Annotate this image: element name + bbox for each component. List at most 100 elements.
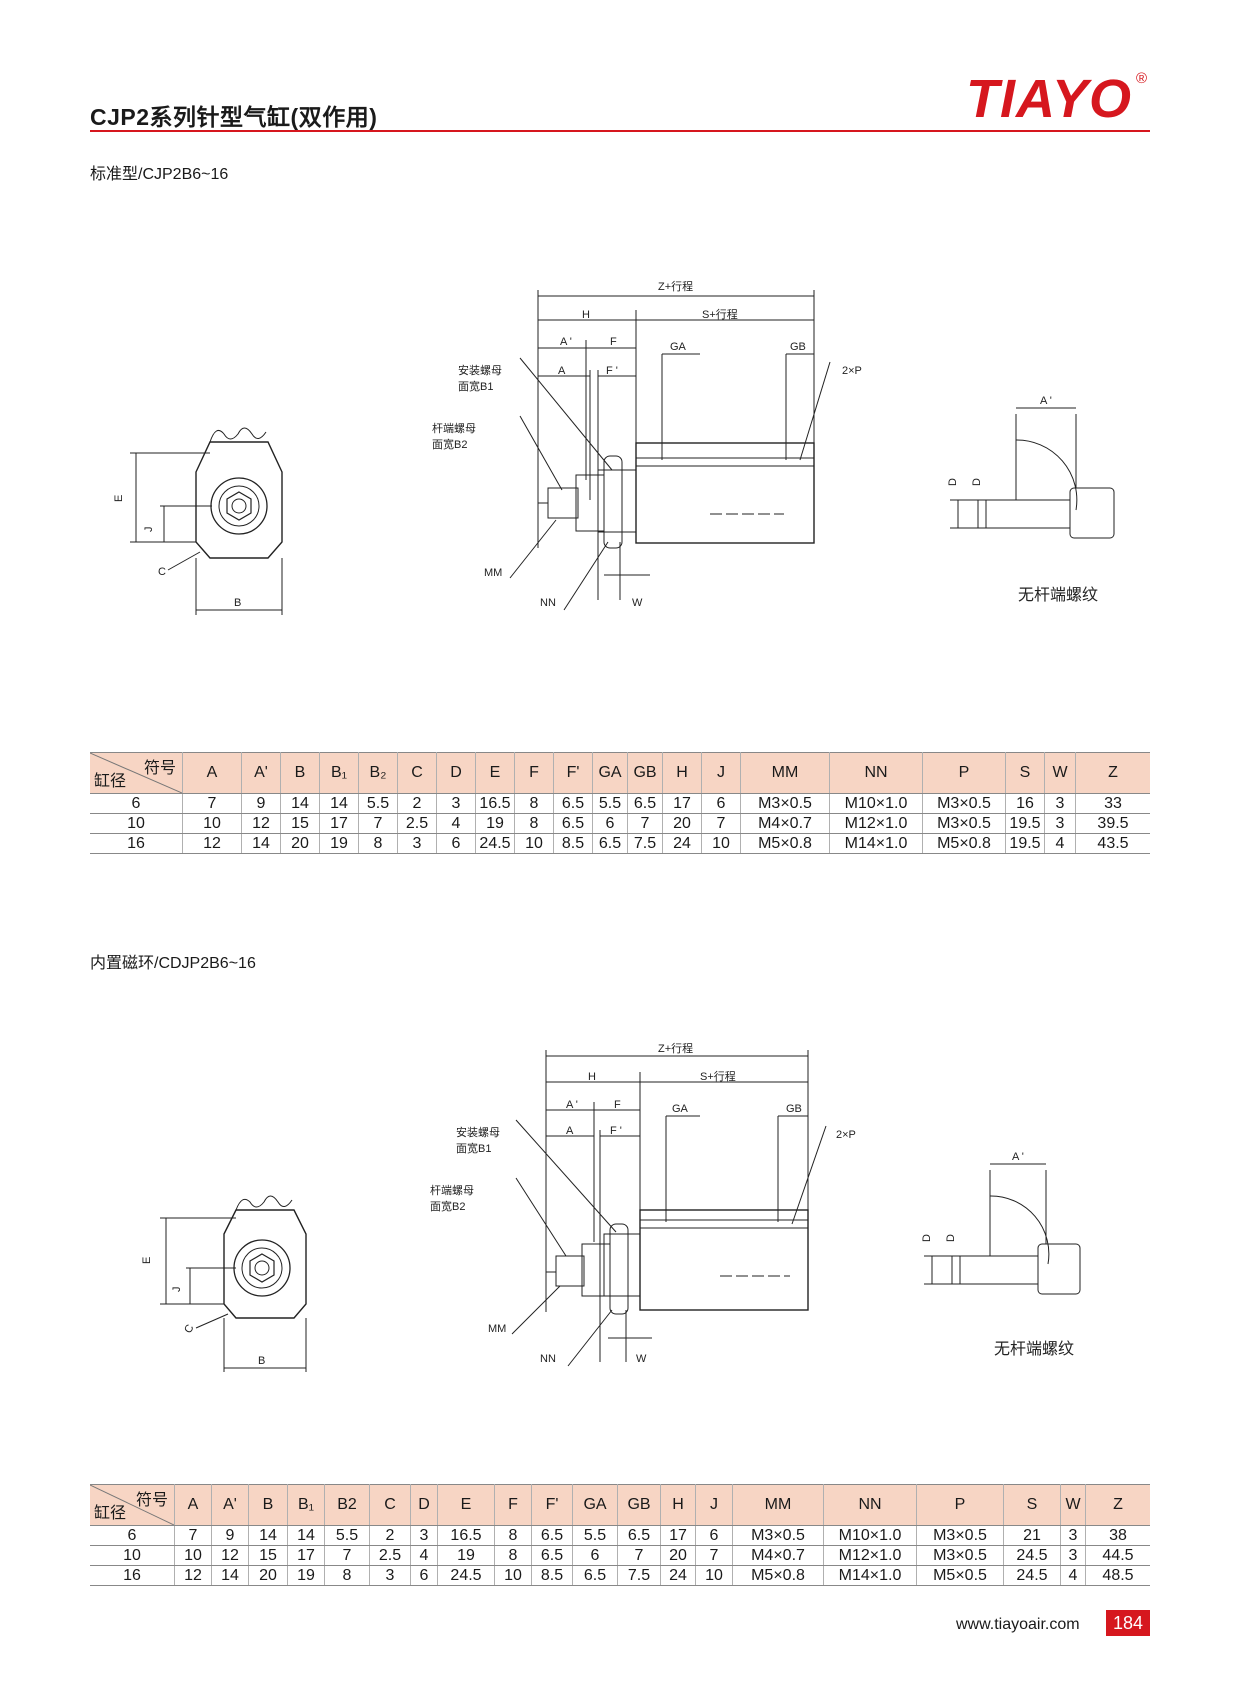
value-cell: 8: [494, 1525, 532, 1546]
col-header: B₁: [287, 1484, 325, 1526]
value-cell: M3×0.5: [916, 1525, 1004, 1546]
value-cell: 14: [248, 1525, 288, 1546]
dim-a-prime-detail: A ': [1040, 395, 1052, 407]
col-header: B₁: [319, 752, 359, 794]
value-cell: 3: [1044, 813, 1076, 834]
dim-a: A: [558, 365, 566, 377]
col-header: W: [1060, 1484, 1086, 1526]
value-cell: 7: [324, 1545, 370, 1566]
value-cell: 7: [627, 813, 663, 834]
dim-a-prime-detail: A ': [1012, 1151, 1024, 1163]
col-header: NN: [829, 752, 923, 794]
value-cell: 10: [494, 1565, 532, 1586]
value-cell: 3: [1060, 1525, 1086, 1546]
value-cell: M10×1.0: [823, 1525, 917, 1546]
value-cell: 48.5: [1085, 1565, 1150, 1586]
value-cell: 15: [280, 813, 320, 834]
value-cell: M3×0.5: [916, 1545, 1004, 1566]
value-cell: 20: [662, 813, 702, 834]
value-cell: 6.5: [553, 813, 593, 834]
value-cell: M12×1.0: [823, 1545, 917, 1566]
value-cell: 10: [514, 833, 554, 854]
dim-gb: GB: [786, 1103, 802, 1115]
label-rod-nut: 杆端螺母: [432, 421, 476, 435]
col-header: Z: [1085, 1484, 1150, 1526]
corner-bore: 缸径: [94, 1505, 127, 1522]
label-no-rod-thread: 无杆端螺纹: [1018, 586, 1098, 604]
value-cell: 6: [410, 1565, 438, 1586]
col-header: A: [182, 752, 242, 794]
value-cell: 8: [358, 833, 398, 854]
value-cell: M5×0.8: [922, 833, 1006, 854]
page-number: 184: [1106, 1610, 1150, 1636]
value-cell: 3: [369, 1565, 411, 1586]
side-view: Z+行程 H S+行程 A ' F GA GB A F ' 2×P 安装螺母 面…: [432, 280, 862, 611]
col-header: D: [436, 752, 476, 794]
label-mount-nut: 安装螺母: [456, 1125, 500, 1139]
value-cell: 24.5: [1003, 1545, 1061, 1566]
col-header: E: [475, 752, 515, 794]
value-cell: 5.5: [358, 793, 398, 814]
value-cell: 17: [287, 1545, 325, 1566]
dim-d-inner: D: [945, 1234, 957, 1242]
value-cell: 2: [369, 1525, 411, 1546]
col-header: GA: [572, 1484, 618, 1526]
dim-f-prime: F ': [610, 1125, 622, 1137]
brand-logo: TIAYO: [966, 69, 1132, 129]
value-cell: M14×1.0: [829, 833, 923, 854]
value-cell: M4×0.7: [732, 1545, 824, 1566]
value-cell: M5×0.5: [916, 1565, 1004, 1586]
col-header: F': [531, 1484, 573, 1526]
value-cell: 5.5: [572, 1525, 618, 1546]
value-cell: 44.5: [1085, 1545, 1150, 1566]
label-face-b1: 面宽B1: [456, 1141, 491, 1155]
col-header: B2: [324, 1484, 370, 1526]
value-cell: 5.5: [324, 1525, 370, 1546]
value-cell: 7.5: [617, 1565, 661, 1586]
value-cell: 7: [695, 1545, 733, 1566]
col-header: D: [410, 1484, 438, 1526]
col-header: S: [1005, 752, 1045, 794]
value-cell: 14: [211, 1565, 249, 1586]
drawing-magnet: E J C B Z+行程 H: [0, 1042, 1240, 1382]
registered-mark: ®: [1136, 70, 1148, 87]
footer-url[interactable]: www.tiayoair.com: [956, 1616, 1080, 1633]
value-cell: 16.5: [437, 1525, 495, 1546]
dim-j: J: [143, 527, 155, 533]
value-cell: 24.5: [437, 1565, 495, 1586]
value-cell: 12: [182, 833, 242, 854]
spec-table-standard: 符号 缸径 A A' B B₁ B₂ C D E F F' GA GB H J …: [90, 752, 1150, 854]
dim-mm: MM: [484, 567, 502, 579]
col-header: J: [701, 752, 741, 794]
label-face-b1: 面宽B1: [458, 379, 493, 393]
value-cell: 7: [358, 813, 398, 834]
corner-symbol: 符号: [143, 760, 176, 777]
col-header: P: [916, 1484, 1004, 1526]
value-cell: 21: [1003, 1525, 1061, 1546]
value-cell: 6.5: [531, 1525, 573, 1546]
col-header: Z: [1075, 752, 1150, 794]
value-cell: 6.5: [627, 793, 663, 814]
value-cell: 7: [174, 1525, 212, 1546]
section-label-standard: 标准型/CJP2B6~16: [90, 166, 229, 183]
col-header: S: [1003, 1484, 1061, 1526]
col-header: B₂: [358, 752, 398, 794]
value-cell: 3: [436, 793, 476, 814]
dim-2p: 2×P: [836, 1129, 856, 1141]
dim-s-stroke: S+行程: [700, 1070, 736, 1083]
rod-end-detail: D D A ' 无杆端螺纹: [947, 395, 1115, 604]
value-cell: 8: [324, 1565, 370, 1586]
value-cell: 8.5: [531, 1565, 573, 1586]
value-cell: 19: [319, 833, 359, 854]
value-cell: 4: [410, 1545, 438, 1566]
bore-cell: 16: [90, 833, 183, 854]
value-cell: 6.5: [572, 1565, 618, 1586]
dim-d-outer: D: [921, 1234, 933, 1242]
value-cell: 5.5: [592, 793, 628, 814]
col-header: J: [695, 1484, 733, 1526]
value-cell: 14: [287, 1525, 325, 1546]
dim-b: B: [258, 1355, 265, 1367]
value-cell: M3×0.5: [922, 813, 1006, 834]
label-face-b2: 面宽B2: [432, 437, 467, 451]
